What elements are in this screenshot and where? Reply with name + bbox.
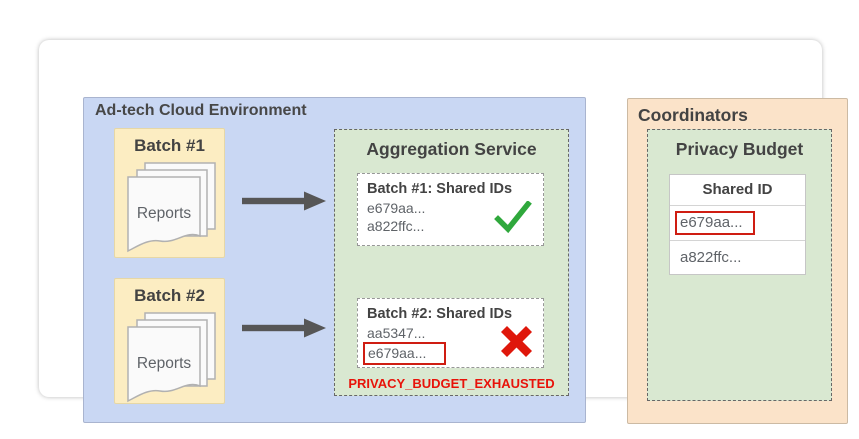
shared-id-table: Shared ID e679aa... a822ffc... bbox=[669, 174, 806, 275]
success-check-icon bbox=[494, 201, 532, 234]
batch-2-box: Batch #2 Reports bbox=[114, 278, 225, 404]
aggregation-service-title: Aggregation Service bbox=[366, 139, 537, 159]
coordinators-box: Coordinators Privacy Budget Shared ID e6… bbox=[627, 98, 848, 424]
coordinators-title: Coordinators bbox=[638, 105, 748, 125]
adtech-environment-title: Ad-tech Cloud Environment bbox=[95, 102, 307, 119]
exhausted-id-highlight-box: e679aa... bbox=[675, 211, 755, 235]
reports-documents-icon: Reports bbox=[127, 312, 216, 403]
privacy-budget-box: Privacy Budget Shared ID e679aa... a822f… bbox=[647, 129, 832, 401]
shared-id-value: e679aa... bbox=[367, 200, 426, 216]
batch-1-result-box: Batch #1: Shared IDs e679aa... a822ffc..… bbox=[357, 173, 544, 246]
privacy-budget-title: Privacy Budget bbox=[675, 139, 804, 159]
batch-2-label: Batch #2 bbox=[134, 286, 205, 305]
shared-id-value: a822ffc... bbox=[680, 249, 742, 266]
aggregation-service-box: Aggregation Service Batch #1: Shared IDs… bbox=[334, 129, 569, 396]
duplicate-id-highlight-box: e679aa... bbox=[363, 342, 447, 365]
batch-1-box: Batch #1 Reports bbox=[114, 128, 225, 258]
reports-label: Reports bbox=[137, 205, 192, 222]
batch-2-flow-arrow-icon bbox=[242, 318, 326, 338]
table-row: e679aa... bbox=[670, 206, 805, 240]
batch-2-result-title: Batch #2: Shared IDs bbox=[367, 306, 513, 322]
shared-id-value: a822ffc... bbox=[367, 218, 425, 234]
shared-id-value: aa5347... bbox=[367, 325, 426, 341]
diagram-card: Ad-tech Cloud Environment Batch #1 Repor… bbox=[39, 40, 848, 424]
table-row: a822ffc... bbox=[670, 240, 805, 274]
batch-1-result-title: Batch #1: Shared IDs bbox=[367, 181, 513, 197]
reports-label: Reports bbox=[137, 355, 192, 372]
batch-1-label: Batch #1 bbox=[134, 136, 205, 155]
batch-1-flow-arrow-icon bbox=[242, 191, 326, 211]
failure-x-icon bbox=[500, 325, 533, 358]
privacy-budget-exhausted-label: PRIVACY_BUDGET_EXHAUSTED bbox=[348, 376, 555, 391]
reports-documents-icon: Reports bbox=[127, 162, 216, 253]
batch-2-result-box: Batch #2: Shared IDs aa5347... e679aa... bbox=[357, 298, 544, 368]
shared-id-table-header: Shared ID bbox=[670, 175, 805, 206]
